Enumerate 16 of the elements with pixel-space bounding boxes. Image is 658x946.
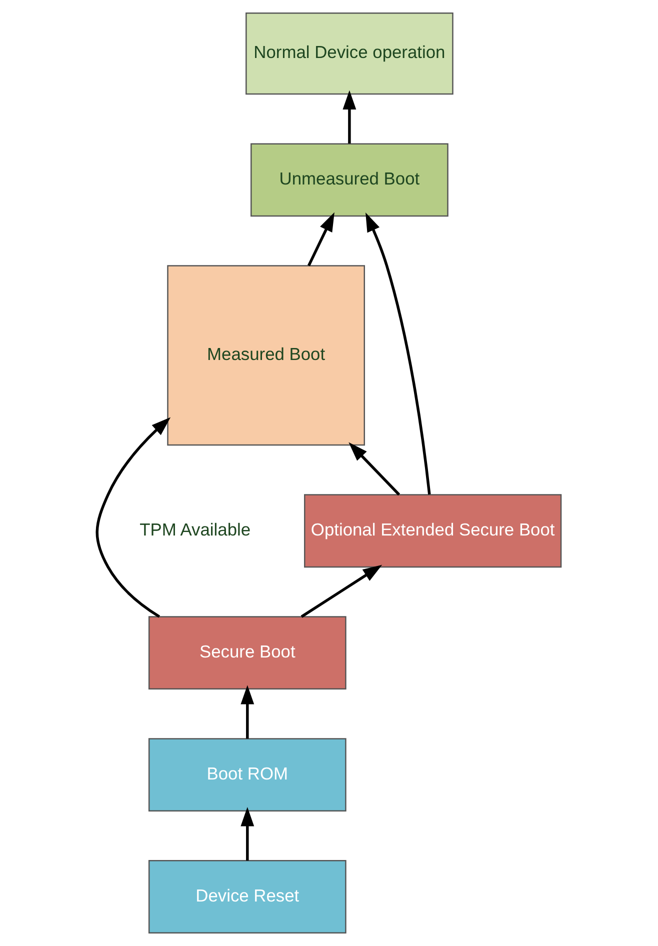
- node-box: Device Reset: [148, 860, 346, 934]
- arrow: [240, 807, 254, 861]
- node-box: Unmeasured Boot: [250, 143, 448, 217]
- arrow: [96, 417, 171, 618]
- node-box: Optional Extended Secure Boot: [304, 494, 562, 568]
- label: TPM Available: [140, 519, 251, 540]
- arrow: [342, 90, 356, 144]
- arrow: [240, 685, 254, 739]
- node-box: Secure Boot: [148, 616, 346, 690]
- arrow: [366, 212, 431, 495]
- arrow: [348, 442, 400, 496]
- node-box: Measured Boot: [167, 265, 365, 446]
- node-box: Normal Device operation: [246, 12, 454, 95]
- arrow: [300, 564, 382, 618]
- arrow: [308, 212, 334, 266]
- node-box: Boot ROM: [148, 738, 346, 812]
